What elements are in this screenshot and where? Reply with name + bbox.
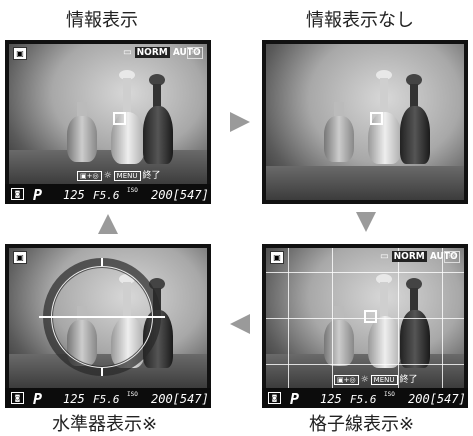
- info-bar: ◙ P 125 F5.6 ISO 200[547]: [262, 388, 468, 408]
- brightness-icon: ☼: [103, 171, 112, 181]
- exposure-mode: P: [33, 186, 43, 204]
- arrow-left-icon: [230, 314, 250, 334]
- metering-icon: ◙: [268, 392, 281, 404]
- lcd-no-info-display: [262, 40, 468, 204]
- metering-icon: ◙: [11, 392, 24, 404]
- iso-label: ISO: [384, 391, 395, 398]
- focus-point: [364, 310, 377, 323]
- aperture: F5.6: [93, 189, 120, 202]
- arrow-down-icon: [356, 212, 376, 232]
- lcd-level-display: ▣ ◙ P 125 F5.6 ISO 200[547]: [5, 244, 211, 408]
- exposure-mode: P: [290, 390, 300, 408]
- picture-control-label: ▭ NORM AUTO: [380, 251, 458, 262]
- arrow-right-icon: [230, 112, 250, 132]
- live-view-mode-icon: ▣: [270, 251, 284, 264]
- shots-remaining: 200[547]: [151, 392, 209, 406]
- live-view-mode-icon: ▣: [13, 251, 27, 264]
- caption-no-info-display: 情報表示なし: [306, 10, 414, 31]
- zoom-key-icon: ▣+◎: [334, 375, 359, 385]
- fx-format-icon: FX: [444, 251, 460, 263]
- metering-icon: ◙: [11, 188, 24, 200]
- info-bar: ◙ P 125 F5.6 ISO 200[547]: [5, 388, 211, 408]
- live-view-image: ▣: [9, 248, 207, 388]
- live-view-mode-icon: ▣: [13, 47, 27, 60]
- arrow-up-icon: [98, 214, 118, 234]
- iso-label: ISO: [127, 391, 138, 398]
- shots-remaining: 200[547]: [151, 188, 209, 202]
- info-bar: ◙ P 125 F5.6 ISO 200[547]: [5, 184, 211, 204]
- zoom-key-icon: ▣+◎: [77, 171, 102, 181]
- horizon-tick-top: [101, 258, 103, 266]
- fx-format-icon: FX: [187, 47, 203, 59]
- focus-point: [370, 112, 383, 125]
- live-view-image: [266, 44, 464, 200]
- aperture: F5.6: [350, 393, 377, 406]
- exposure-mode: P: [33, 390, 43, 408]
- aperture: F5.6: [93, 393, 120, 406]
- picture-control-label: ▭ NORM AUTO: [123, 47, 201, 58]
- focus-point: [113, 112, 126, 125]
- shutter-speed: 125: [320, 392, 342, 406]
- brightness-icon: ☼: [360, 375, 369, 385]
- horizon-tick-bottom: [101, 368, 103, 376]
- shutter-speed: 125: [63, 392, 85, 406]
- caption-grid-display: 格子線表示※: [309, 414, 415, 435]
- shots-remaining: 200[547]: [408, 392, 466, 406]
- shutter-speed: 125: [63, 188, 85, 202]
- caption-level-display: 水準器表示※: [52, 414, 158, 435]
- caption-info-display: 情報表示: [66, 10, 138, 31]
- iso-label: ISO: [127, 187, 138, 194]
- horizon-line: [39, 316, 165, 318]
